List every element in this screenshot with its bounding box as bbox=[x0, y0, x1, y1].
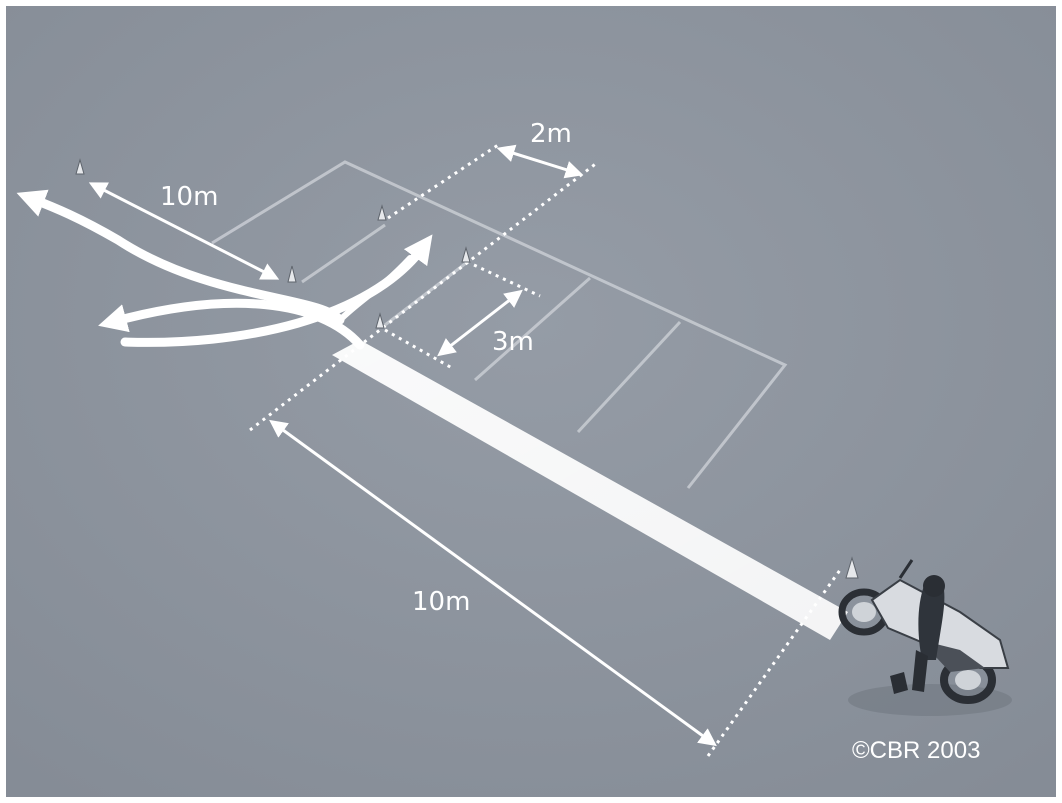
cone bbox=[377, 204, 387, 221]
top-left-distance-label: 10m bbox=[160, 182, 218, 212]
cones bbox=[75, 158, 859, 579]
cone bbox=[75, 158, 85, 175]
parking-divider bbox=[474, 276, 591, 382]
gap-guide-lower bbox=[249, 160, 599, 432]
gap-width-label: 2m bbox=[530, 119, 572, 149]
lane-spacing-arrow bbox=[437, 289, 523, 357]
cone bbox=[287, 265, 297, 283]
rider-torso bbox=[918, 586, 945, 660]
lane-spacing-label: 3m bbox=[492, 327, 534, 357]
gap-width-arrow bbox=[496, 144, 584, 179]
rider-helmet bbox=[923, 575, 945, 597]
dotted-guides bbox=[249, 143, 842, 757]
shadow bbox=[848, 684, 1012, 716]
cone bbox=[375, 312, 385, 329]
rider-boot bbox=[890, 672, 908, 694]
run-up-distance-arrow bbox=[269, 419, 717, 747]
copyright-notice: ©CBR 2003 bbox=[852, 737, 980, 764]
rear-wheel-hub bbox=[955, 670, 981, 690]
run-up-distance-label: 10m bbox=[412, 587, 470, 617]
approach-path bbox=[332, 340, 848, 640]
start-guide bbox=[706, 569, 842, 757]
swerve-left-low-arrow bbox=[98, 298, 365, 350]
swerve-paths bbox=[16, 189, 433, 350]
parking-divider bbox=[576, 320, 682, 434]
top-left-distance-arrow bbox=[88, 182, 280, 280]
parking-divider bbox=[301, 223, 386, 284]
motorcycle-rider bbox=[838, 559, 1012, 716]
gap-guide-upper bbox=[387, 143, 499, 220]
swerve-branch bbox=[337, 255, 413, 323]
handlebar bbox=[898, 559, 914, 579]
cone bbox=[461, 246, 471, 263]
front-wheel-hub bbox=[852, 602, 876, 622]
lane-guide-lower bbox=[384, 328, 453, 370]
cone bbox=[845, 556, 859, 579]
dimension-arrows bbox=[88, 144, 717, 747]
swerve-left-high-arrow bbox=[16, 189, 345, 325]
rider-leg bbox=[912, 650, 928, 692]
